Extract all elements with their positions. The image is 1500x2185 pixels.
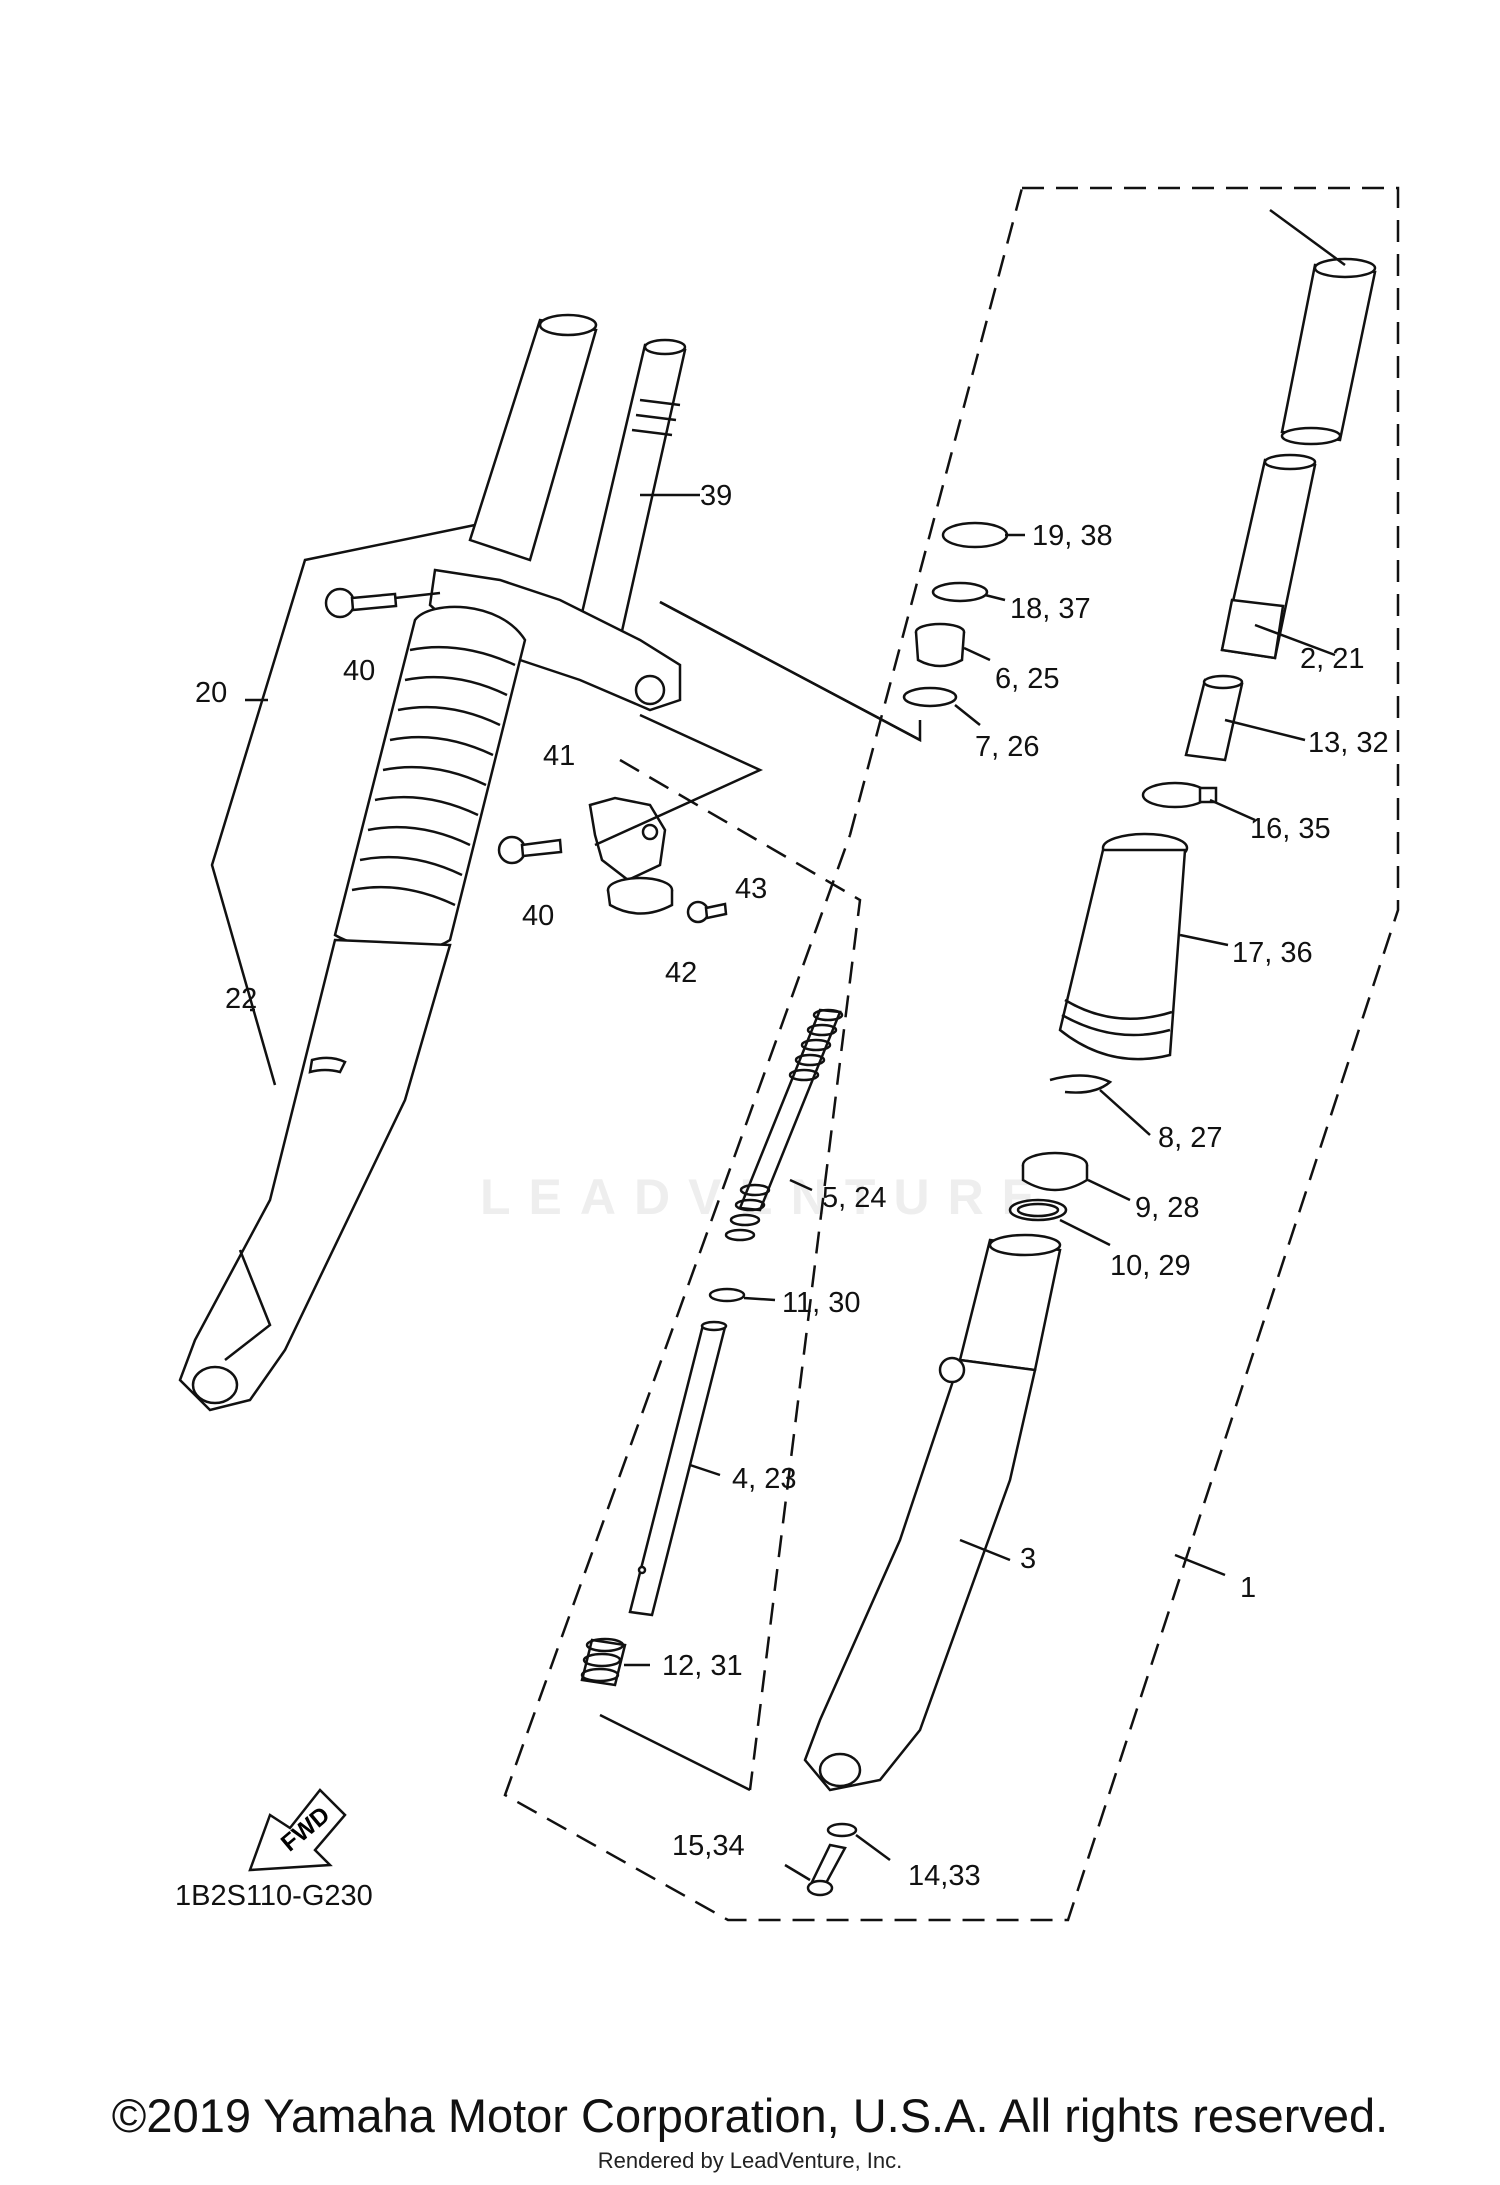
callout-5: 5, 24 [822,1182,887,1214]
callout-8: 8, 27 [1158,1122,1223,1154]
boot-17 [1058,832,1229,1061]
callout-39: 39 [700,480,732,512]
o-ring-7 [902,686,981,726]
fwd-arrow-icon: FWD [248,1788,347,1872]
clamp-41 [588,796,667,882]
diagram-code: 1B2S110-G230 [175,1880,373,1912]
bolt-15 [784,1843,847,1897]
callout-11: 11, 30 [782,1287,860,1319]
bolt-40-upper [324,587,441,619]
callout-20: 20 [195,677,227,709]
clamp-band-16 [1141,781,1256,822]
ring-11 [708,1287,776,1303]
spring-5 [724,1008,844,1242]
upper-pipe [1269,208,1377,446]
callout-41: 41 [543,740,575,772]
damper-rod-4 [628,1320,728,1617]
callout-9: 9, 28 [1135,1192,1200,1224]
render-note: Rendered by LeadVenture, Inc. [597,2148,903,2173]
callout-4: 4, 23 [732,1463,797,1495]
callout-18: 18, 37 [1010,593,1091,625]
inner-tube-2 [1220,453,1336,660]
circlip-18 [931,581,1006,603]
outer-tube-3 [803,1233,1062,1792]
washer-10 [1008,1198,1111,1247]
slide-metal-13 [1184,674,1306,762]
callout-42: 42 [665,957,697,989]
cap-19 [941,521,1025,549]
washer-14 [826,1822,891,1862]
bolt-40-lower [497,835,563,865]
callout-16: 16, 35 [1250,813,1331,845]
callout-19: 19, 38 [1032,520,1113,552]
cap-6 [914,622,991,668]
rebound-spring-12 [580,1637,650,1687]
callout-40-lower: 40 [522,900,554,932]
bolt-43 [686,900,728,924]
assembled-fork [178,313,687,1412]
circlip-8 [1049,1074,1151,1136]
callout-15: 15,34 [672,1830,745,1862]
callout-6: 6, 25 [995,663,1060,695]
oil-seal-9 [1021,1151,1131,1202]
callout-13: 13, 32 [1308,727,1389,759]
callout-1: 1 [1240,1572,1256,1604]
clamp-42 [606,876,674,915]
copyright-notice: ©2019 Yamaha Motor Corporation, U.S.A. A… [111,2089,1389,2142]
callout-40-upper: 40 [343,655,375,687]
callout-2: 2, 21 [1300,643,1365,675]
callout-3: 3 [1020,1543,1036,1575]
callout-43: 43 [735,873,767,905]
callout-10: 10, 29 [1110,1250,1191,1282]
callout-14: 14,33 [908,1860,981,1892]
callout-17: 17, 36 [1232,937,1313,969]
callout-12: 12, 31 [662,1650,743,1682]
assembly-boundary [503,186,1400,1922]
callout-22: 22 [225,983,257,1015]
callout-7: 7, 26 [975,731,1040,763]
